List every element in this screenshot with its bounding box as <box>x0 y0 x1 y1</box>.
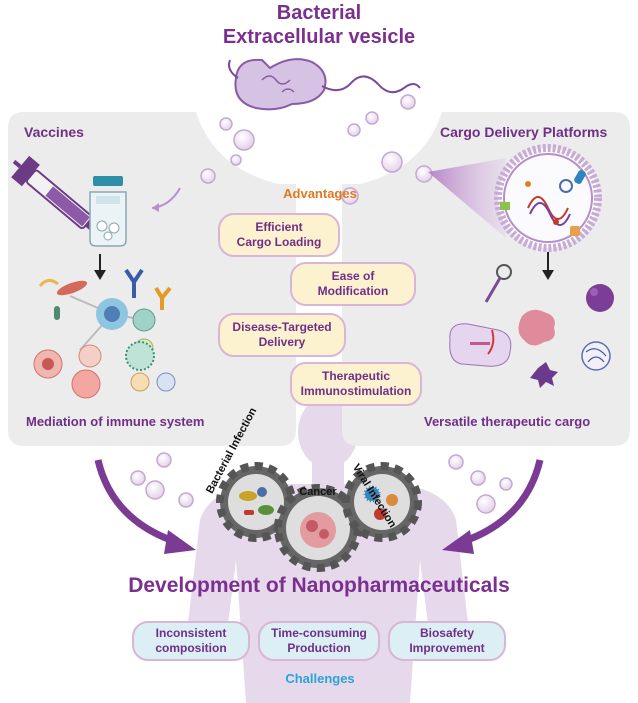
advantage-pill-1: Efficient Cargo Loading <box>218 213 340 257</box>
vaccines-panel <box>8 112 296 446</box>
challenge-label: Inconsistent composition <box>155 626 227 655</box>
zoom-beam <box>428 158 506 238</box>
advantage-pill-2: Ease of Modification <box>290 262 416 306</box>
down-arrow-right-icon <box>542 252 554 280</box>
vesicle-bubbles <box>130 94 513 514</box>
left-flow-arrow <box>94 459 178 546</box>
challenge-pill-2: Time-consuming Production <box>258 621 380 661</box>
cargo-caption: Versatile therapeutic cargo <box>424 414 591 429</box>
title-line-2: Extracellular vesicle <box>222 26 416 48</box>
advantage-label: Efficient Cargo Loading <box>236 220 322 249</box>
challenge-pill-1: Inconsistent composition <box>132 621 250 661</box>
cargo-delivery-title: Cargo Delivery Platforms <box>440 124 608 140</box>
development-heading: Development of Nanopharmaceuticals <box>128 574 510 597</box>
challenge-label: Biosafety Improvement <box>409 626 485 655</box>
vaccine-vial-icon <box>89 176 127 247</box>
advantage-pill-3: Disease-Targeted Delivery <box>218 313 346 357</box>
gear-label-cancer: Cancer <box>299 486 337 498</box>
vaccines-title: Vaccines <box>24 124 84 140</box>
advantages-heading: Advantages <box>283 186 357 201</box>
advantage-label: Therapeutic Immunostimulation <box>300 369 412 398</box>
vaccines-caption: Mediation of immune system <box>26 414 205 429</box>
bacterial-infection-gear-icon <box>216 462 296 542</box>
cancer-gear-icon <box>274 484 362 572</box>
challenges-heading: Challenges <box>285 671 355 686</box>
viral-infection-gear-icon <box>342 462 422 542</box>
advantage-label: Ease of Modification <box>317 269 389 298</box>
challenge-label: Time-consuming Production <box>271 626 367 655</box>
advantage-label: Disease-Targeted Delivery <box>232 320 332 349</box>
immune-cells-icon <box>33 268 176 399</box>
therapeutic-cargo-icons <box>449 264 614 388</box>
right-flow-arrow <box>460 459 544 546</box>
bacterium-icon <box>228 58 421 111</box>
down-arrow-icon <box>94 254 106 280</box>
cargo-vesicle-icon <box>494 144 602 252</box>
title-line-1: Bacterial <box>276 2 362 24</box>
advantage-pill-4: Therapeutic Immunostimulation <box>290 362 422 406</box>
challenge-pill-3: Biosafety Improvement <box>388 621 506 661</box>
